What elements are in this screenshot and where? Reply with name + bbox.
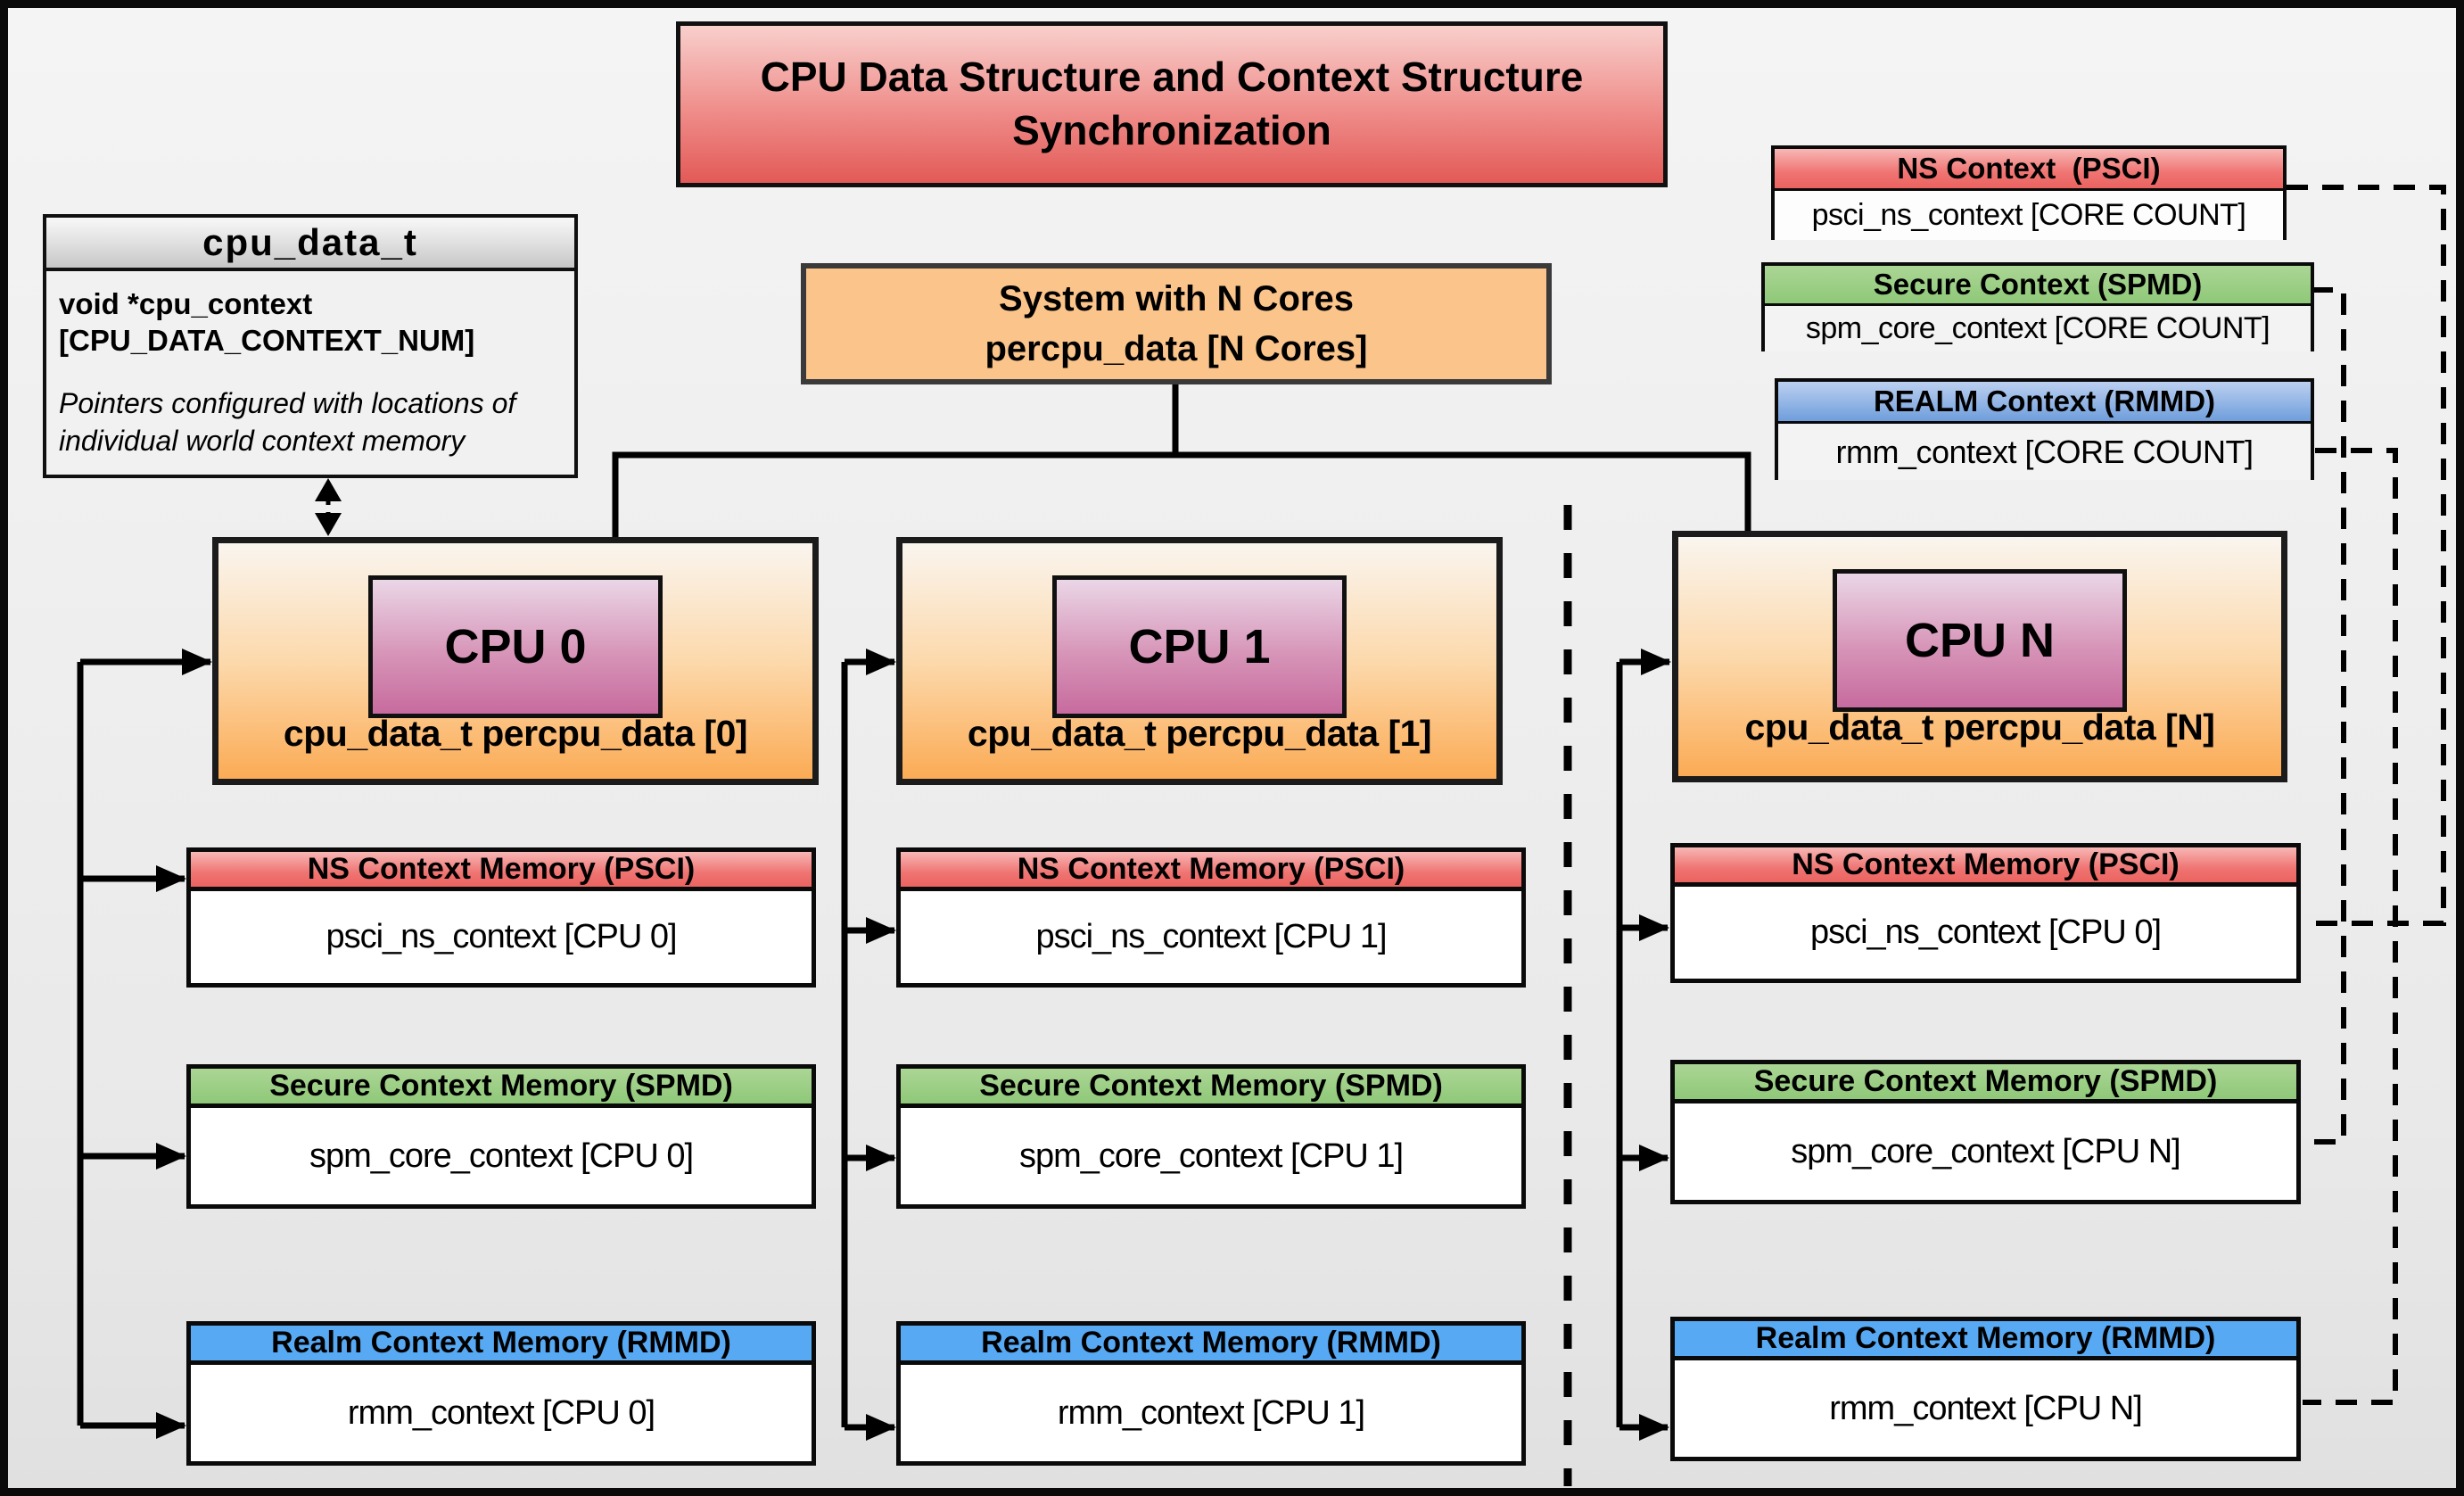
cpun-ns-header: NS Context Memory (PSCI) bbox=[1675, 847, 2296, 887]
cpu0-ns-header: NS Context Memory (PSCI) bbox=[191, 852, 812, 891]
cpu0-secure-header: Secure Context Memory (SPMD) bbox=[191, 1069, 812, 1108]
cpu1-realm-header: Realm Context Memory (RMMD) bbox=[901, 1326, 1521, 1365]
cpu1-data-label: cpu_data_t percpu_data [1] bbox=[967, 713, 1432, 754]
cpun-secure-context-box: Secure Context Memory (SPMD) spm_core_co… bbox=[1670, 1060, 2301, 1204]
legend-secure-context: Secure Context (SPMD) spm_core_context [… bbox=[1761, 262, 2314, 351]
cpu1-realm-body: rmm_context [CPU 1] bbox=[1057, 1393, 1365, 1432]
cpu0-badge: CPU 0 bbox=[368, 575, 663, 718]
cpu0-box: CPU 0 cpu_data_t percpu_data [0] bbox=[212, 537, 819, 785]
cpu1-box: CPU 1 cpu_data_t percpu_data [1] bbox=[896, 537, 1503, 785]
legend-ns-body: psci_ns_context [CORE COUNT] bbox=[1775, 191, 2283, 240]
cpu0-ns-context-box: NS Context Memory (PSCI) psci_ns_context… bbox=[186, 847, 816, 988]
cpu0-realm-header: Realm Context Memory (RMMD) bbox=[191, 1326, 812, 1365]
legend-realm-context: REALM Context (RMMD) rmm_context [CORE C… bbox=[1775, 378, 2314, 480]
cpu1-secure-context-box: Secure Context Memory (SPMD) spm_core_co… bbox=[896, 1064, 1526, 1209]
struct-field-line2: [CPU_DATA_CONTEXT_NUM] bbox=[59, 324, 475, 358]
cpu0-realm-body: rmm_context [CPU 0] bbox=[347, 1393, 655, 1432]
system-box: System with N Cores percpu_data [N Cores… bbox=[801, 263, 1552, 384]
cpu1-secure-body: spm_core_context [CPU 1] bbox=[1018, 1136, 1404, 1175]
cpun-secure-header: Secure Context Memory (SPMD) bbox=[1675, 1064, 2296, 1103]
cpu0-secure-body: spm_core_context [CPU 0] bbox=[309, 1136, 694, 1175]
cpun-ns-body: psci_ns_context [CPU 0] bbox=[1809, 913, 2162, 951]
struct-link-down-arrowhead bbox=[315, 513, 342, 536]
legend-secure-header: Secure Context (SPMD) bbox=[1765, 266, 2311, 306]
cpun-realm-body: rmm_context [CPU N] bbox=[1829, 1389, 2143, 1427]
cpun-box: CPU N cpu_data_t percpu_data [N] bbox=[1672, 531, 2287, 782]
struct-box-header: cpu_data_t bbox=[46, 218, 574, 271]
cpu0-secure-context-box: Secure Context Memory (SPMD) spm_core_co… bbox=[186, 1064, 816, 1209]
legend-realm-body: rmm_context [CORE COUNT] bbox=[1778, 424, 2311, 480]
system-box-line2: percpu_data [N Cores] bbox=[985, 329, 1368, 368]
struct-box-field: void *cpu_context [CPU_DATA_CONTEXT_NUM] bbox=[46, 271, 574, 360]
legend-ns-header: NS Context (PSCI) bbox=[1775, 149, 2283, 191]
cpu0-ns-body: psci_ns_context [CPU 0] bbox=[326, 918, 677, 955]
legend-ns-context: NS Context (PSCI) psci_ns_context [CORE … bbox=[1771, 145, 2287, 240]
page-title-text: CPU Data Structure and Context Structure… bbox=[760, 54, 1584, 153]
cpun-ns-context-box: NS Context Memory (PSCI) psci_ns_context… bbox=[1670, 843, 2301, 983]
cpun-data-label: cpu_data_t percpu_data [N] bbox=[1744, 707, 2215, 748]
cpu1-ns-header: NS Context Memory (PSCI) bbox=[901, 852, 1521, 891]
system-branch-line bbox=[612, 451, 1751, 537]
struct-field-line1: void *cpu_context bbox=[59, 287, 313, 320]
cpu1-secure-header: Secure Context Memory (SPMD) bbox=[901, 1069, 1521, 1108]
cpun-realm-context-box: Realm Context Memory (RMMD) rmm_context … bbox=[1670, 1317, 2301, 1461]
cpu-data-struct-box: cpu_data_t void *cpu_context [CPU_DATA_C… bbox=[43, 214, 578, 478]
cpun-badge: CPU N bbox=[1833, 569, 2127, 712]
cpu1-ns-context-box: NS Context Memory (PSCI) psci_ns_context… bbox=[896, 847, 1526, 988]
cpu0-data-label: cpu_data_t percpu_data [0] bbox=[283, 713, 748, 754]
struct-link-up-arrowhead bbox=[315, 478, 342, 501]
page-title: CPU Data Structure and Context Structure… bbox=[676, 21, 1668, 187]
cpun-secure-body: spm_core_context [CPU N] bbox=[1791, 1132, 2180, 1170]
struct-box-note: Pointers configured with locations of in… bbox=[59, 386, 516, 457]
cpu1-ns-body: psci_ns_context [CPU 1] bbox=[1035, 918, 1387, 955]
realm-legend-dashed-link bbox=[2303, 448, 2398, 1405]
cpu0-realm-context-box: Realm Context Memory (RMMD) rmm_context … bbox=[186, 1321, 816, 1466]
cpu1-badge: CPU 1 bbox=[1052, 575, 1347, 718]
legend-realm-header: REALM Context (RMMD) bbox=[1778, 382, 2311, 424]
system-box-line1: System with N Cores bbox=[999, 279, 1354, 318]
legend-secure-body: spm_core_context [CORE COUNT] bbox=[1765, 306, 2311, 351]
cpun-realm-header: Realm Context Memory (RMMD) bbox=[1675, 1321, 2296, 1360]
cpu1-realm-context-box: Realm Context Memory (RMMD) rmm_context … bbox=[896, 1321, 1526, 1466]
